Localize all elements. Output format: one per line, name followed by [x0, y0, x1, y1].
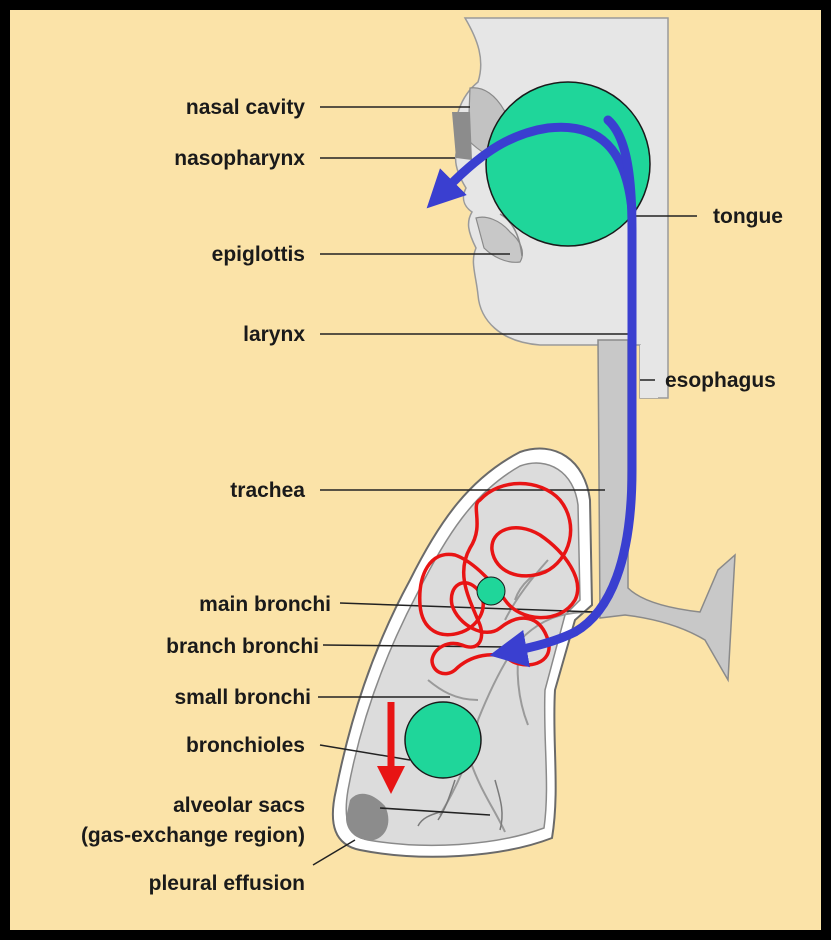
- lung: [333, 449, 592, 857]
- label-tongue: tongue: [713, 206, 783, 227]
- medium-particle: [405, 702, 481, 778]
- label-pleural-effusion: pleural effusion: [149, 873, 305, 894]
- label-nasal-cavity: nasal cavity: [186, 97, 305, 118]
- label-main-bronchi: main bronchi: [199, 594, 331, 615]
- label-branch-bronchi: branch bronchi: [166, 636, 319, 657]
- label-nasopharynx: nasopharynx: [174, 148, 305, 169]
- label-epiglottis: epiglottis: [212, 244, 305, 265]
- label-small-bronchi: small bronchi: [174, 687, 311, 708]
- small-particle: [477, 577, 505, 605]
- label-larynx: larynx: [243, 324, 305, 345]
- label-esophagus: esophagus: [665, 370, 776, 391]
- label-bronchioles: bronchioles: [186, 735, 305, 756]
- label-trachea: trachea: [230, 480, 305, 501]
- label-alveolar-sacs: alveolar sacs: [173, 795, 305, 816]
- label-gas-exchange-region: (gas-exchange region): [81, 825, 305, 846]
